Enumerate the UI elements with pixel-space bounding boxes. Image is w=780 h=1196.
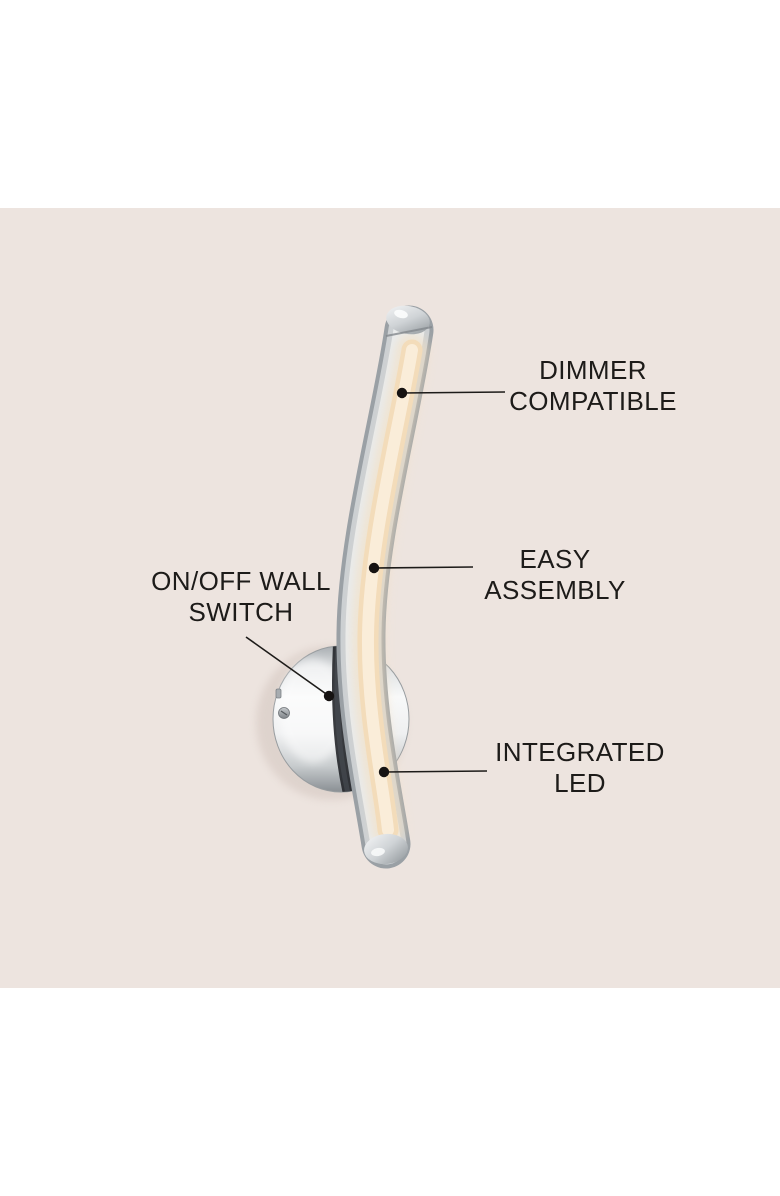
callout-label-integrated-led: INTEGRATED LED xyxy=(495,737,665,798)
callout-line-easy-assembly xyxy=(373,566,474,569)
callout-line-wall-switch xyxy=(245,636,330,697)
callout-dots xyxy=(323,387,408,778)
light-bar xyxy=(336,305,434,869)
callout-label-easy-assembly: EASY ASSEMBLY xyxy=(484,544,626,605)
callout-dot-easy-assembly xyxy=(368,562,380,574)
callout-dot-wall-switch xyxy=(323,690,335,702)
callout-line-integrated-led xyxy=(383,770,488,773)
top-cap-seam xyxy=(385,326,433,337)
top-end-cap xyxy=(385,305,433,337)
callout-label-on-off-wall-switch: ON/OFF WALL SWITCH xyxy=(151,566,331,627)
base-highlight xyxy=(279,659,347,763)
callout-lines xyxy=(245,391,506,773)
callout-dot-integrated-led xyxy=(378,766,390,778)
callout-dot-dimmer xyxy=(396,387,408,399)
mount-tab xyxy=(275,688,282,699)
wall-sconce-illustration xyxy=(245,305,506,869)
mount-screw xyxy=(278,707,290,719)
callout-line-dimmer xyxy=(401,391,506,394)
product-image: DIMMER COMPATIBLE EASY ASSEMBLY ON/OFF W… xyxy=(0,208,780,988)
callout-label-dimmer-compatible: DIMMER COMPATIBLE xyxy=(509,355,677,416)
bottom-end-cap xyxy=(364,833,408,865)
